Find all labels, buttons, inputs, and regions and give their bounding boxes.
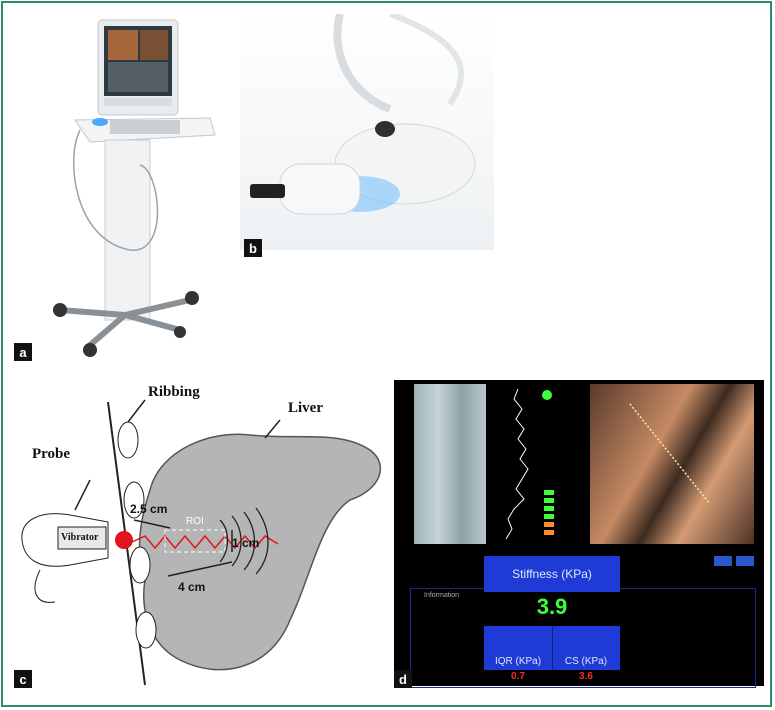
ultrasound-image [414, 384, 486, 544]
panel-d-screen: Information Stiffness (KPa) 3.9 IQR (KPa… [394, 380, 764, 688]
liver-label: Liver [288, 400, 323, 416]
panel-label-c: c [14, 670, 32, 688]
screen-button-1[interactable] [714, 556, 732, 566]
a-mode-trace [505, 388, 529, 540]
quality-bars [544, 490, 554, 535]
cs-box [552, 626, 620, 670]
stiffness-value: 3.9 [536, 594, 568, 619]
cs-label: CS (KPa) [564, 656, 608, 667]
panel-label-a: a [14, 343, 32, 361]
panel-b-probe-image [240, 11, 494, 250]
panel-label-d: d [394, 670, 412, 688]
iqr-value: 0.7 [511, 671, 525, 682]
status-indicator-icon [542, 390, 552, 400]
depth-label: 2.5 cm [130, 502, 168, 516]
cs-value: 3.6 [579, 671, 593, 682]
probe-label: Probe [32, 446, 71, 462]
roi-label: ROI [186, 516, 204, 527]
panel-a-device-image [20, 10, 230, 360]
ribbing-label: Ribbing [148, 384, 200, 400]
elastogram-fit-line [629, 403, 711, 505]
vibrator-label: Vibrator [61, 532, 99, 543]
stiffness-header: Stiffness (KPa) [484, 556, 620, 592]
screen-button-2[interactable] [736, 556, 754, 566]
length-label: 4 cm [178, 580, 206, 594]
panel-label-b: b [244, 239, 262, 257]
elastogram-image [590, 384, 754, 544]
stiffness-label: Stiffness (KPa) [512, 567, 592, 581]
panel-c-schematic: Ribbing Liver Probe Vibrator ROI 2.5 cm … [10, 380, 390, 690]
iqr-label: IQR (KPa) [494, 656, 542, 667]
iqr-box [484, 626, 552, 670]
information-label: Information [424, 592, 460, 599]
width-label: 1 cm [232, 536, 260, 550]
